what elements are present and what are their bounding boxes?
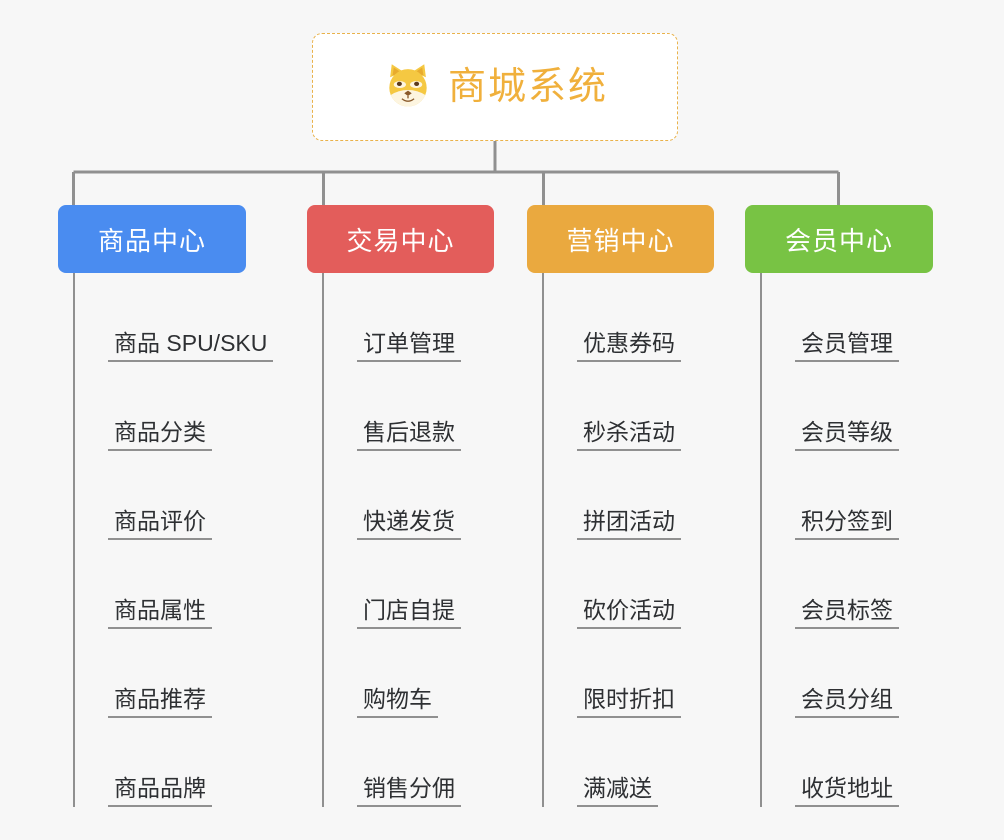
- leaf-item[interactable]: 订单管理: [324, 273, 494, 362]
- leaf-item[interactable]: 商品分类: [75, 362, 246, 451]
- leaf-item[interactable]: 会员等级: [762, 362, 933, 451]
- category-label-2: 营销中心: [566, 225, 675, 256]
- leaf-label: 砍价活动: [577, 597, 681, 629]
- leaf-item[interactable]: 秒杀活动: [544, 362, 714, 451]
- leaf-label: 销售分佣: [357, 775, 461, 807]
- leaf-item[interactable]: 会员分组: [762, 629, 933, 718]
- leaf-item[interactable]: 商品属性: [75, 540, 246, 629]
- leaf-label: 收货地址: [795, 775, 899, 807]
- leaf-item[interactable]: 商品评价: [75, 451, 246, 540]
- category-box-3[interactable]: 会员中心: [745, 205, 933, 273]
- leaf-label: 会员分组: [795, 686, 899, 718]
- leaf-item[interactable]: 满减送: [544, 718, 714, 807]
- leaf-item[interactable]: 限时折扣: [544, 629, 714, 718]
- leaf-label: 会员管理: [795, 330, 899, 362]
- leaf-item[interactable]: 快递发货: [324, 451, 494, 540]
- branch-column-0: 商品中心 商品 SPU/SKU 商品分类 商品评价 商品属性 商品推荐: [58, 205, 274, 807]
- leaf-item[interactable]: 会员标签: [762, 540, 933, 629]
- category-label-1: 交易中心: [346, 225, 455, 256]
- root-title: 商城系统: [447, 66, 608, 108]
- dog-face-icon: [382, 61, 434, 113]
- branch-column-3: 会员中心 会员管理 会员等级 积分签到 会员标签 会员分组: [745, 205, 933, 807]
- leaf-label: 商品评价: [108, 508, 212, 540]
- leaf-item[interactable]: 收货地址: [762, 718, 933, 807]
- leaf-label: 会员标签: [795, 597, 899, 629]
- leaf-label: 商品分类: [108, 419, 212, 451]
- leaf-label: 门店自提: [357, 597, 461, 629]
- leaf-item[interactable]: 门店自提: [324, 540, 494, 629]
- leaf-label: 积分签到: [795, 508, 899, 540]
- leaf-label: 优惠券码: [577, 330, 681, 362]
- leaf-item[interactable]: 售后退款: [324, 362, 494, 451]
- category-box-1[interactable]: 交易中心: [307, 205, 494, 273]
- leaf-item[interactable]: 拼团活动: [544, 451, 714, 540]
- leaf-item[interactable]: 会员管理: [762, 273, 933, 362]
- category-label-0: 商品中心: [97, 225, 206, 256]
- leaf-label: 商品 SPU/SKU: [108, 330, 274, 362]
- leaf-label: 商品属性: [108, 597, 212, 629]
- leaf-label: 拼团活动: [577, 508, 681, 540]
- leaf-label: 秒杀活动: [577, 419, 681, 451]
- leaf-item[interactable]: 销售分佣: [324, 718, 494, 807]
- category-box-0[interactable]: 商品中心: [58, 205, 246, 273]
- root-node[interactable]: 商城系统: [312, 33, 678, 141]
- leaf-item[interactable]: 积分签到: [762, 451, 933, 540]
- leaf-item[interactable]: 优惠券码: [544, 273, 714, 362]
- branch-spine-2: 优惠券码 秒杀活动 拼团活动 砍价活动 限时折扣 满减送: [542, 273, 714, 807]
- branch-column-2: 营销中心 优惠券码 秒杀活动 拼团活动 砍价活动 限时折扣: [527, 205, 714, 807]
- leaf-label: 满减送: [577, 775, 658, 807]
- leaf-label: 快递发货: [357, 508, 461, 540]
- leaf-item[interactable]: 商品 SPU/SKU: [75, 273, 274, 362]
- leaf-label: 商品推荐: [108, 686, 212, 718]
- leaf-label: 会员等级: [795, 419, 899, 451]
- branch-spine-1: 订单管理 售后退款 快递发货 门店自提 购物车 销售分佣: [322, 273, 494, 807]
- branch-spine-3: 会员管理 会员等级 积分签到 会员标签 会员分组 收货地址: [760, 273, 933, 807]
- leaf-label: 商品品牌: [108, 775, 212, 807]
- leaf-item[interactable]: 商品品牌: [75, 718, 246, 807]
- leaf-label: 售后退款: [357, 419, 461, 451]
- branch-column-1: 交易中心 订单管理 售后退款 快递发货 门店自提 购物车: [307, 205, 494, 807]
- leaf-label: 订单管理: [357, 330, 461, 362]
- leaf-label: 限时折扣: [577, 686, 681, 718]
- leaf-label: 购物车: [357, 686, 438, 718]
- leaf-item[interactable]: 购物车: [324, 629, 494, 718]
- category-label-3: 会员中心: [784, 225, 893, 256]
- branch-spine-0: 商品 SPU/SKU 商品分类 商品评价 商品属性 商品推荐 商品品牌: [73, 273, 274, 807]
- leaf-item[interactable]: 砍价活动: [544, 540, 714, 629]
- category-box-2[interactable]: 营销中心: [527, 205, 714, 273]
- leaf-item[interactable]: 商品推荐: [75, 629, 246, 718]
